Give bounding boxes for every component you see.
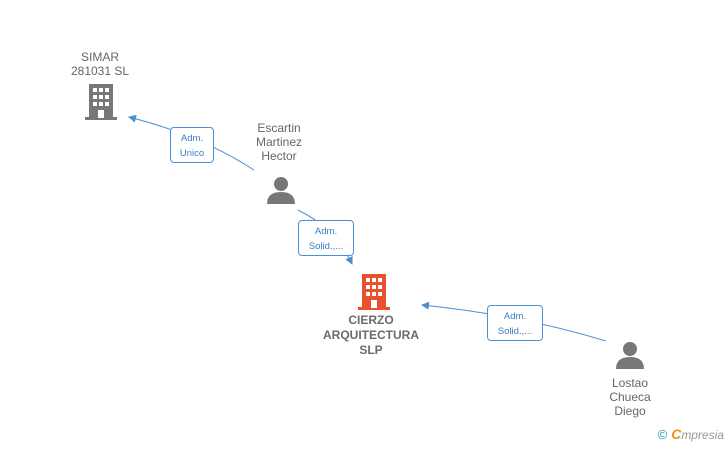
person-icon[interactable]	[266, 176, 296, 204]
edge-label-escartin-simar[interactable]: Adm. Unico	[170, 127, 214, 163]
person-icon[interactable]	[615, 341, 645, 369]
copyright-icon: ©	[657, 427, 668, 442]
node-label-cierzo[interactable]: CIERZO ARQUITECTURA SLP	[323, 313, 419, 357]
node-label-escartin[interactable]: Escartin Martinez Hector	[255, 121, 302, 163]
edge-label-lostao-cierzo[interactable]: Adm. Solid.,...	[487, 305, 543, 341]
building-icon[interactable]	[358, 274, 390, 310]
node-label-simar[interactable]: SIMAR 281031 SL	[70, 50, 130, 78]
edge-label-escartin-cierzo[interactable]: Adm. Solid.,...	[298, 220, 354, 256]
building-icon[interactable]	[85, 84, 117, 120]
node-label-lostao[interactable]: Lostao Chueca Diego	[609, 376, 651, 418]
empresia-logo: ©Cmpresia	[657, 426, 724, 442]
